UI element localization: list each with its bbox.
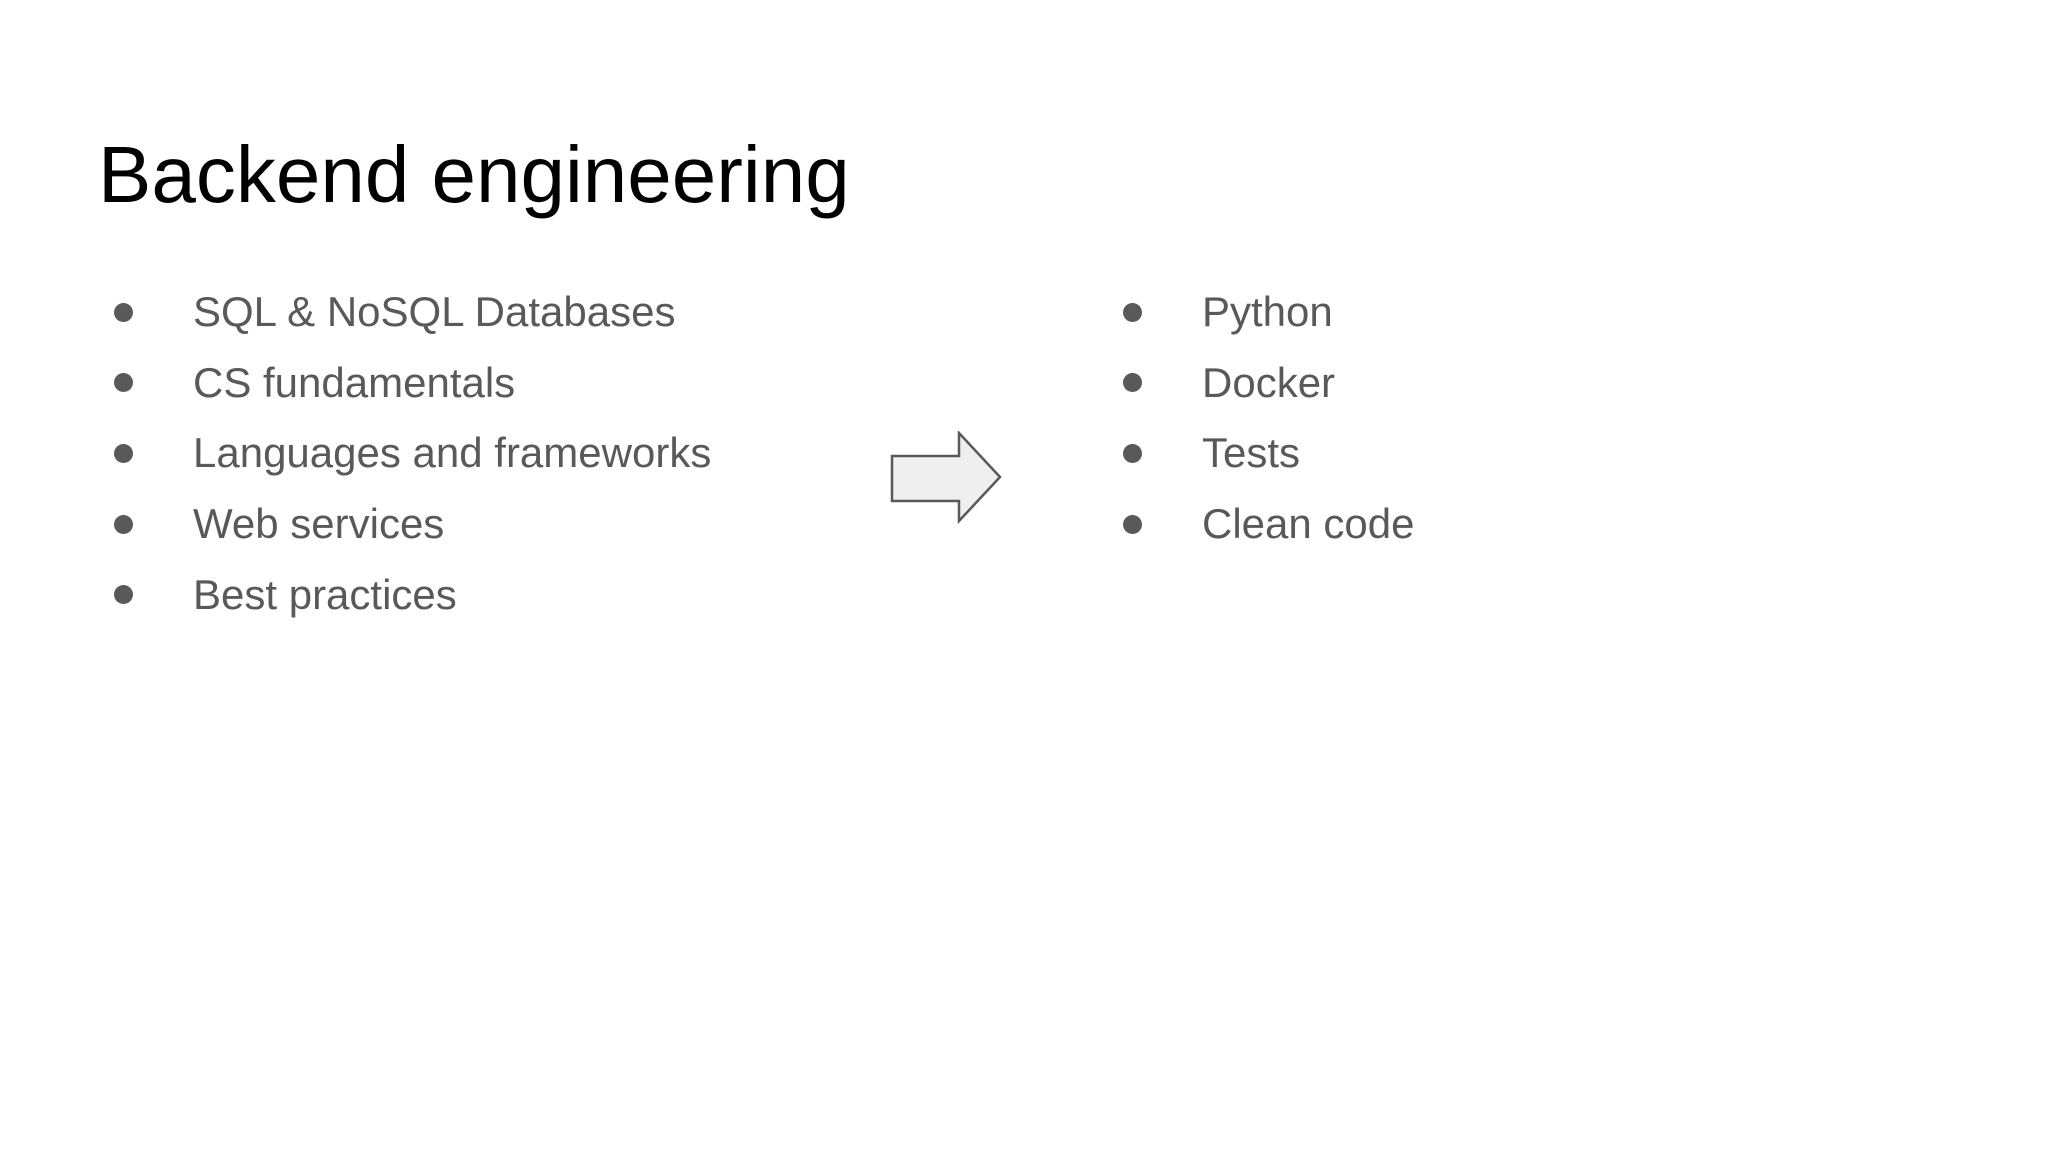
list-item-label: CS fundamentals (193, 358, 516, 406)
bullet-icon (1123, 302, 1142, 322)
list-item: Tests (1123, 418, 1414, 489)
list-item: Docker (1123, 348, 1414, 419)
list-item: Best practices (114, 559, 711, 630)
left-bullet-list: SQL & NoSQL Databases CS fundamentals La… (114, 277, 711, 630)
bullet-icon (1123, 373, 1142, 393)
bullet-icon (1123, 443, 1142, 463)
list-item: SQL & NoSQL Databases (114, 277, 711, 348)
bullet-icon (1123, 514, 1142, 534)
list-item-label: Docker (1202, 358, 1336, 406)
bullet-icon (114, 514, 133, 534)
bullet-icon (114, 302, 133, 322)
list-item-label: Clean code (1202, 500, 1415, 548)
list-item: Clean code (1123, 489, 1414, 560)
list-item-label: SQL & NoSQL Databases (193, 288, 676, 336)
bullet-icon (114, 585, 133, 605)
list-item-label: Web services (193, 500, 445, 548)
bullet-icon (114, 373, 133, 393)
slide-title: Backend engineering (98, 130, 850, 219)
list-item-label: Best practices (193, 570, 457, 618)
list-item-label: Python (1202, 288, 1333, 336)
list-item: Web services (114, 489, 711, 560)
list-item-label: Tests (1202, 429, 1301, 477)
right-bullet-list: Python Docker Tests Clean code (1123, 277, 1414, 559)
list-item: Languages and frameworks (114, 418, 711, 489)
list-item: CS fundamentals (114, 348, 711, 419)
bullet-icon (114, 443, 133, 463)
list-item: Python (1123, 277, 1414, 348)
right-arrow-polygon (890, 431, 1002, 524)
list-item-label: Languages and frameworks (193, 429, 712, 477)
right-arrow-icon (890, 431, 1002, 524)
